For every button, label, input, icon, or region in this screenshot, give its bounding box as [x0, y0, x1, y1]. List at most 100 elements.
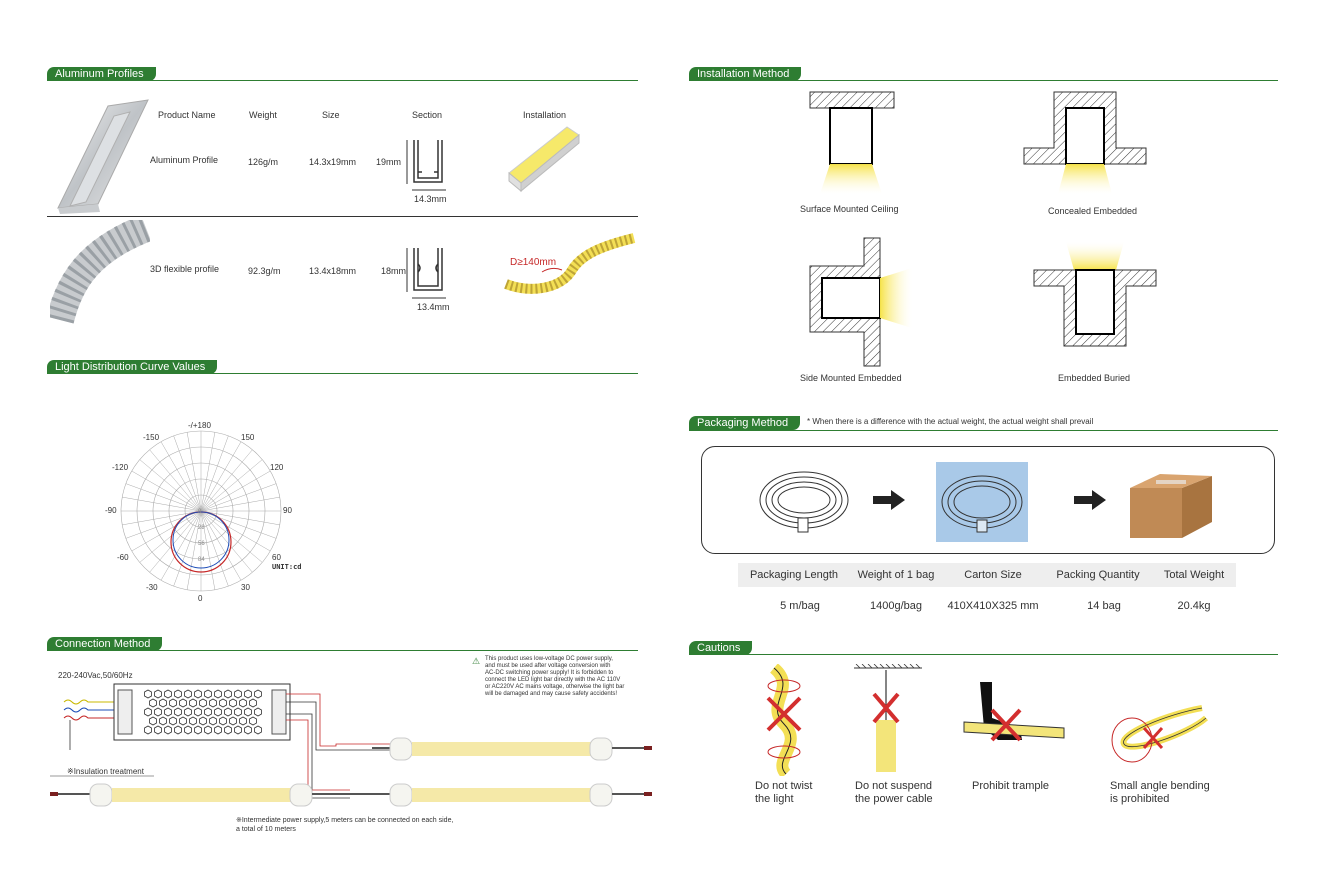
polar-spoke	[200, 510, 263, 563]
bagged-strip-icon	[936, 462, 1028, 542]
polar-spoke	[139, 459, 202, 512]
angle-150: 150	[241, 433, 255, 442]
caution-suspend-line1: Do not suspend	[855, 780, 933, 792]
vent-hole	[169, 716, 177, 726]
polar-spoke	[200, 449, 253, 512]
vent-hole	[254, 689, 262, 699]
ring-label: 56	[198, 541, 205, 547]
polar-spoke	[131, 510, 202, 552]
ring-label: 84	[198, 557, 205, 563]
vent-hole	[154, 725, 162, 735]
caution-twist-line1: Do not twist	[755, 780, 813, 792]
method-concealed: Concealed Embedded	[1048, 206, 1138, 216]
warning-line: This product uses low-voltage DC power s…	[485, 656, 613, 662]
angle-60: 60	[272, 553, 281, 562]
trample-caution-icon	[963, 682, 1065, 742]
carton-box-icon	[1130, 474, 1212, 538]
polar-spoke	[200, 510, 216, 590]
input-voltage: 220-240Vac,50/60Hz	[58, 671, 133, 680]
vent-hole	[224, 707, 232, 717]
light-distribution-title: Light Distribution Curve Values	[47, 360, 218, 374]
polar-spoke	[122, 510, 202, 526]
polar-spoke	[200, 441, 242, 512]
vent-hole	[229, 716, 237, 726]
polar-spoke	[186, 432, 202, 512]
vent-hole	[144, 725, 152, 735]
vent-hole	[174, 689, 182, 699]
side-mounted-diagram	[809, 237, 912, 367]
vent-hole	[229, 698, 237, 708]
product-name-1: Aluminum Profile	[150, 155, 219, 165]
caution-suspend-line2: the power cable	[855, 793, 933, 805]
polar-spoke	[200, 459, 263, 512]
polar-spoke	[131, 470, 202, 512]
weight-1: 126g/m	[248, 157, 279, 167]
pack-value: 1400g/bag	[870, 600, 922, 612]
warning-icon: ⚠	[472, 656, 481, 666]
vent-hole	[244, 707, 252, 717]
pack-header: Weight of 1 bag	[850, 563, 942, 587]
header-product-name: Product Name	[158, 110, 216, 120]
header-weight: Weight	[249, 110, 277, 120]
embedded-buried-diagram	[1033, 242, 1157, 347]
vent-hole	[149, 698, 157, 708]
caution-bending-line1: Small angle bending	[1110, 780, 1210, 792]
polar-spoke	[173, 435, 202, 512]
flexible-profile-image	[50, 220, 150, 324]
warning-line: will be damaged and may cause safety acc…	[485, 691, 618, 697]
vent-hole	[234, 689, 242, 699]
bending-caution-icon	[1111, 705, 1208, 763]
coiled-strip-icon	[759, 471, 849, 533]
vent-hole	[209, 698, 217, 708]
polar-spoke	[125, 483, 202, 512]
pack-header: Packing Quantity	[1044, 563, 1152, 587]
vent-hole	[159, 698, 167, 708]
insulation-label: ※Insulation treatment	[67, 767, 144, 776]
caution-twist-line2: the light	[755, 793, 794, 805]
section-width-1: 14.3mm	[414, 194, 447, 204]
vent-hole	[144, 707, 152, 717]
vent-hole	[164, 725, 172, 735]
vent-hole	[204, 725, 212, 735]
vent-hole	[224, 725, 232, 735]
wiring-diagram	[50, 683, 652, 807]
method-surface: Surface Mounted Ceiling	[800, 204, 899, 214]
unit-label: UNIT:cd	[272, 563, 302, 571]
installation-image-2	[504, 233, 636, 294]
vent-hole	[154, 689, 162, 699]
vent-hole	[254, 725, 262, 735]
warning-line: connect the LED light bar directly with …	[485, 677, 621, 683]
installation-method-title: Installation Method	[689, 67, 802, 81]
vent-hole	[164, 689, 172, 699]
pack-header: Carton Size	[942, 563, 1044, 587]
vent-hole	[209, 716, 217, 726]
packaging-method-title: Packaging Method	[689, 416, 801, 430]
vent-hole	[194, 689, 202, 699]
vent-hole	[234, 725, 242, 735]
cautions-title: Cautions	[689, 641, 753, 655]
vent-hole	[184, 689, 192, 699]
vent-hole	[244, 689, 252, 699]
section-diagram-2	[406, 248, 446, 299]
vent-hole	[219, 698, 227, 708]
method-side: Side Mounted Embedded	[800, 373, 902, 383]
polar-spoke	[186, 510, 202, 590]
polar-spoke	[173, 510, 202, 587]
pack-header: Total Weight	[1152, 563, 1236, 587]
size-1: 14.3x19mm	[309, 157, 357, 167]
pack-value: 5 m/bag	[780, 600, 820, 612]
polar-spoke	[160, 441, 202, 512]
vent-hole	[189, 716, 197, 726]
twist-caution-icon	[766, 664, 802, 776]
angle-neg60: -60	[117, 553, 129, 562]
connection-note-line1: ※Intermediate power supply,5 meters can …	[236, 817, 454, 824]
ring-label: 28	[198, 525, 205, 531]
vent-hole	[189, 698, 197, 708]
vent-hole	[204, 707, 212, 717]
polar-spoke	[122, 496, 202, 512]
vent-hole	[179, 698, 187, 708]
vent-hole	[204, 689, 212, 699]
connection-note-line2: a total of 10 meters	[236, 826, 296, 833]
method-buried: Embedded Buried	[1058, 373, 1131, 383]
vent-hole	[184, 725, 192, 735]
